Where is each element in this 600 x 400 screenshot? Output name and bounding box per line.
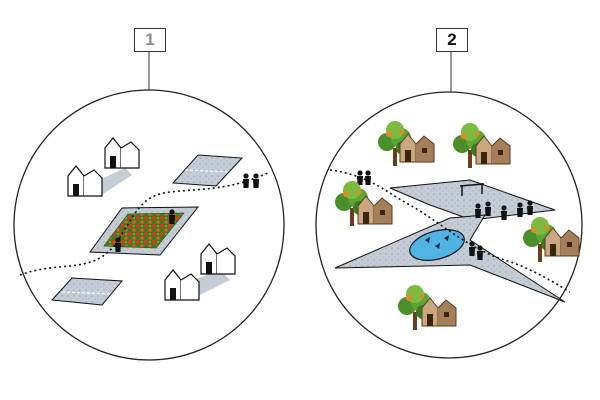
- pedestrian-path: [329, 169, 571, 293]
- person-icon: [501, 205, 507, 220]
- person-icon: [469, 241, 475, 256]
- person-icon: [485, 201, 491, 216]
- panel-1-label: 1: [134, 28, 166, 52]
- person-icon: [253, 173, 259, 188]
- plaza-lower: [334, 214, 566, 303]
- person-icon: [527, 200, 533, 215]
- person-icon: [169, 209, 175, 224]
- person-icon: [357, 170, 363, 185]
- person-icon: [115, 237, 121, 252]
- person-icon: [475, 203, 481, 218]
- panel-1-scene: [13, 89, 285, 361]
- person-icon: [243, 173, 249, 188]
- paved-plot-bottom: [50, 277, 124, 306]
- person-icon: [477, 245, 483, 260]
- house-icon: [164, 243, 236, 301]
- person-icon: [517, 202, 523, 217]
- paved-plot-top: [171, 154, 244, 187]
- house-icon: [67, 137, 140, 197]
- person-icon: [365, 170, 371, 185]
- gate-icon: [459, 183, 485, 196]
- pedestrian-path: [19, 171, 271, 276]
- duck-icon: [425, 235, 449, 249]
- plaza-upper: [389, 179, 556, 221]
- panel-2-scene: [315, 91, 583, 359]
- panel-2-label: 2: [436, 28, 468, 52]
